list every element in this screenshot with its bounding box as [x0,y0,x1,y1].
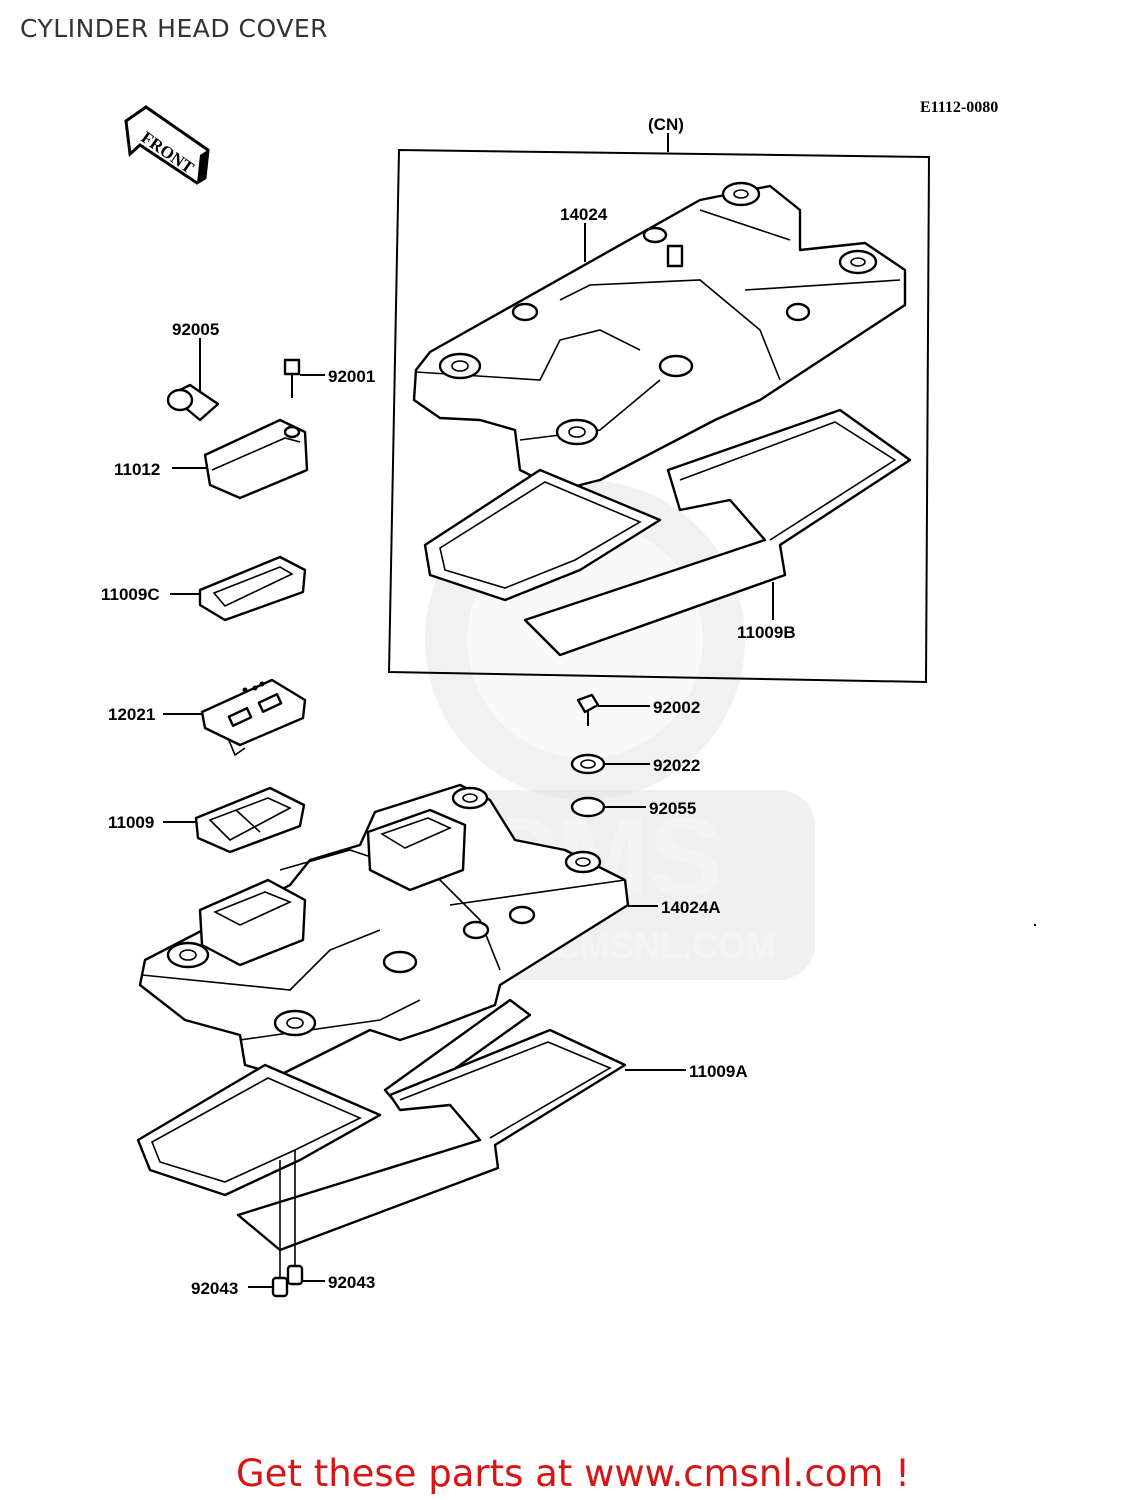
plate-12021: 12021 [108,678,307,757]
part-label-11012: 11012 [114,460,160,479]
part-label-11009a: 11009A [689,1062,748,1081]
gasket-11009c: 11009C [101,555,307,622]
cylinder-head-cover-14024 [412,181,907,492]
part-label-92022: 92022 [653,756,700,775]
bolt-92002: 92002 [576,693,700,726]
part-label-92005: 92005 [172,320,219,339]
cn-group-box: (CN) [387,115,931,684]
part-label-11009b: 11009B [737,623,796,642]
part-label-92002: 92002 [653,698,700,717]
dowel-pin-92043-right: 92043 [286,1150,375,1292]
front-arrow-icon: FRONT [124,105,210,185]
diagram-code: E1112-0080 [920,99,998,116]
dowel-pin-92043-left: 92043 [191,1160,289,1298]
part-label-11009c: 11009C [101,585,160,604]
part-label-11009: 11009 [108,813,154,832]
seal-92055: 92055 [570,796,696,818]
gasket-11009: 11009 [108,786,306,854]
breather-cover-11012: 11012 [114,418,309,500]
part-label-14024a: 14024A [661,898,721,917]
gasket-11009a: 11009A [136,998,748,1252]
hose-92005: 92005 [166,320,219,422]
part-label-14024: 14024 [560,205,608,224]
gasket-11009b [423,408,912,657]
footer-promo-link[interactable]: Get these parts at www.cmsnl.com ! [235,1452,910,1495]
part-label-92001: 92001 [328,367,375,386]
bolt-92001: 92001 [283,358,375,398]
washer-92022: 92022 [570,753,700,775]
part-label-92055: 92055 [649,799,696,818]
cylinder-head-cover-14024a: 14024A [138,783,721,1077]
part-label-92043-a: 92043 [191,1279,238,1298]
part-label-92043-b: 92043 [328,1273,375,1292]
group-label-cn: (CN) [648,115,684,134]
page-title: CYLINDER HEAD COVER [20,14,329,43]
part-label-12021: 12021 [108,705,155,724]
